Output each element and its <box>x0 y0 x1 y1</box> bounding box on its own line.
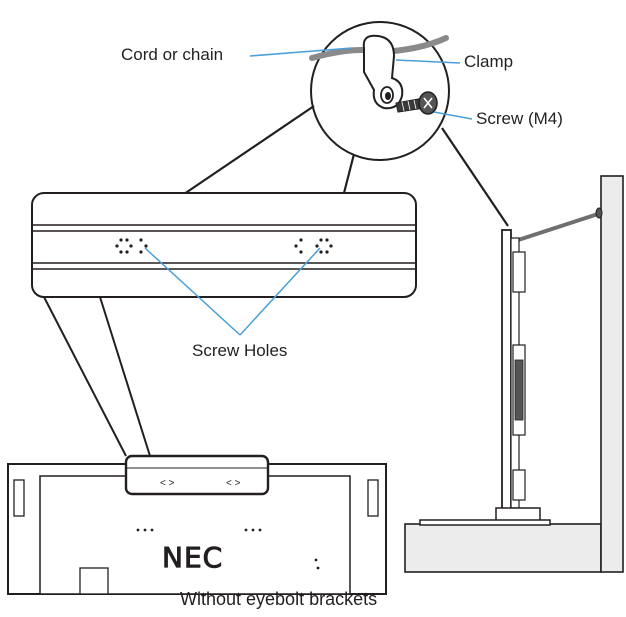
label-clamp: Clamp <box>464 52 513 71</box>
caption: Without eyebolt brackets <box>180 589 377 609</box>
clamp-detail-view <box>309 21 450 161</box>
monitor-side-profile <box>419 229 551 526</box>
screw-hole-right <box>294 238 333 254</box>
screw-part <box>395 91 438 115</box>
monitor-back-view: < > < > NEC <box>7 454 387 595</box>
cord-side <box>510 212 600 244</box>
label-screw-holes: Screw Holes <box>192 341 287 360</box>
wall <box>600 175 624 573</box>
label-screw: Screw (M4) <box>476 109 563 128</box>
callout-lines <box>144 47 473 336</box>
screw-hole-left <box>115 238 148 254</box>
clamp-part <box>362 34 404 110</box>
side-view-wall-mount <box>404 175 624 573</box>
bracket-hole-mark-left: < > <box>160 478 175 489</box>
vesa-holes <box>136 528 320 570</box>
bracket-magnified-view <box>31 192 417 298</box>
bracket-highlight <box>124 454 270 496</box>
label-cord-or-chain: Cord or chain <box>121 45 223 64</box>
floor-base <box>404 523 602 573</box>
brand-logo: NEC <box>162 541 223 574</box>
bracket-hole-mark-right: < > <box>226 478 241 489</box>
bracket-connector-lines <box>43 296 151 457</box>
wall-anchor <box>595 207 603 219</box>
